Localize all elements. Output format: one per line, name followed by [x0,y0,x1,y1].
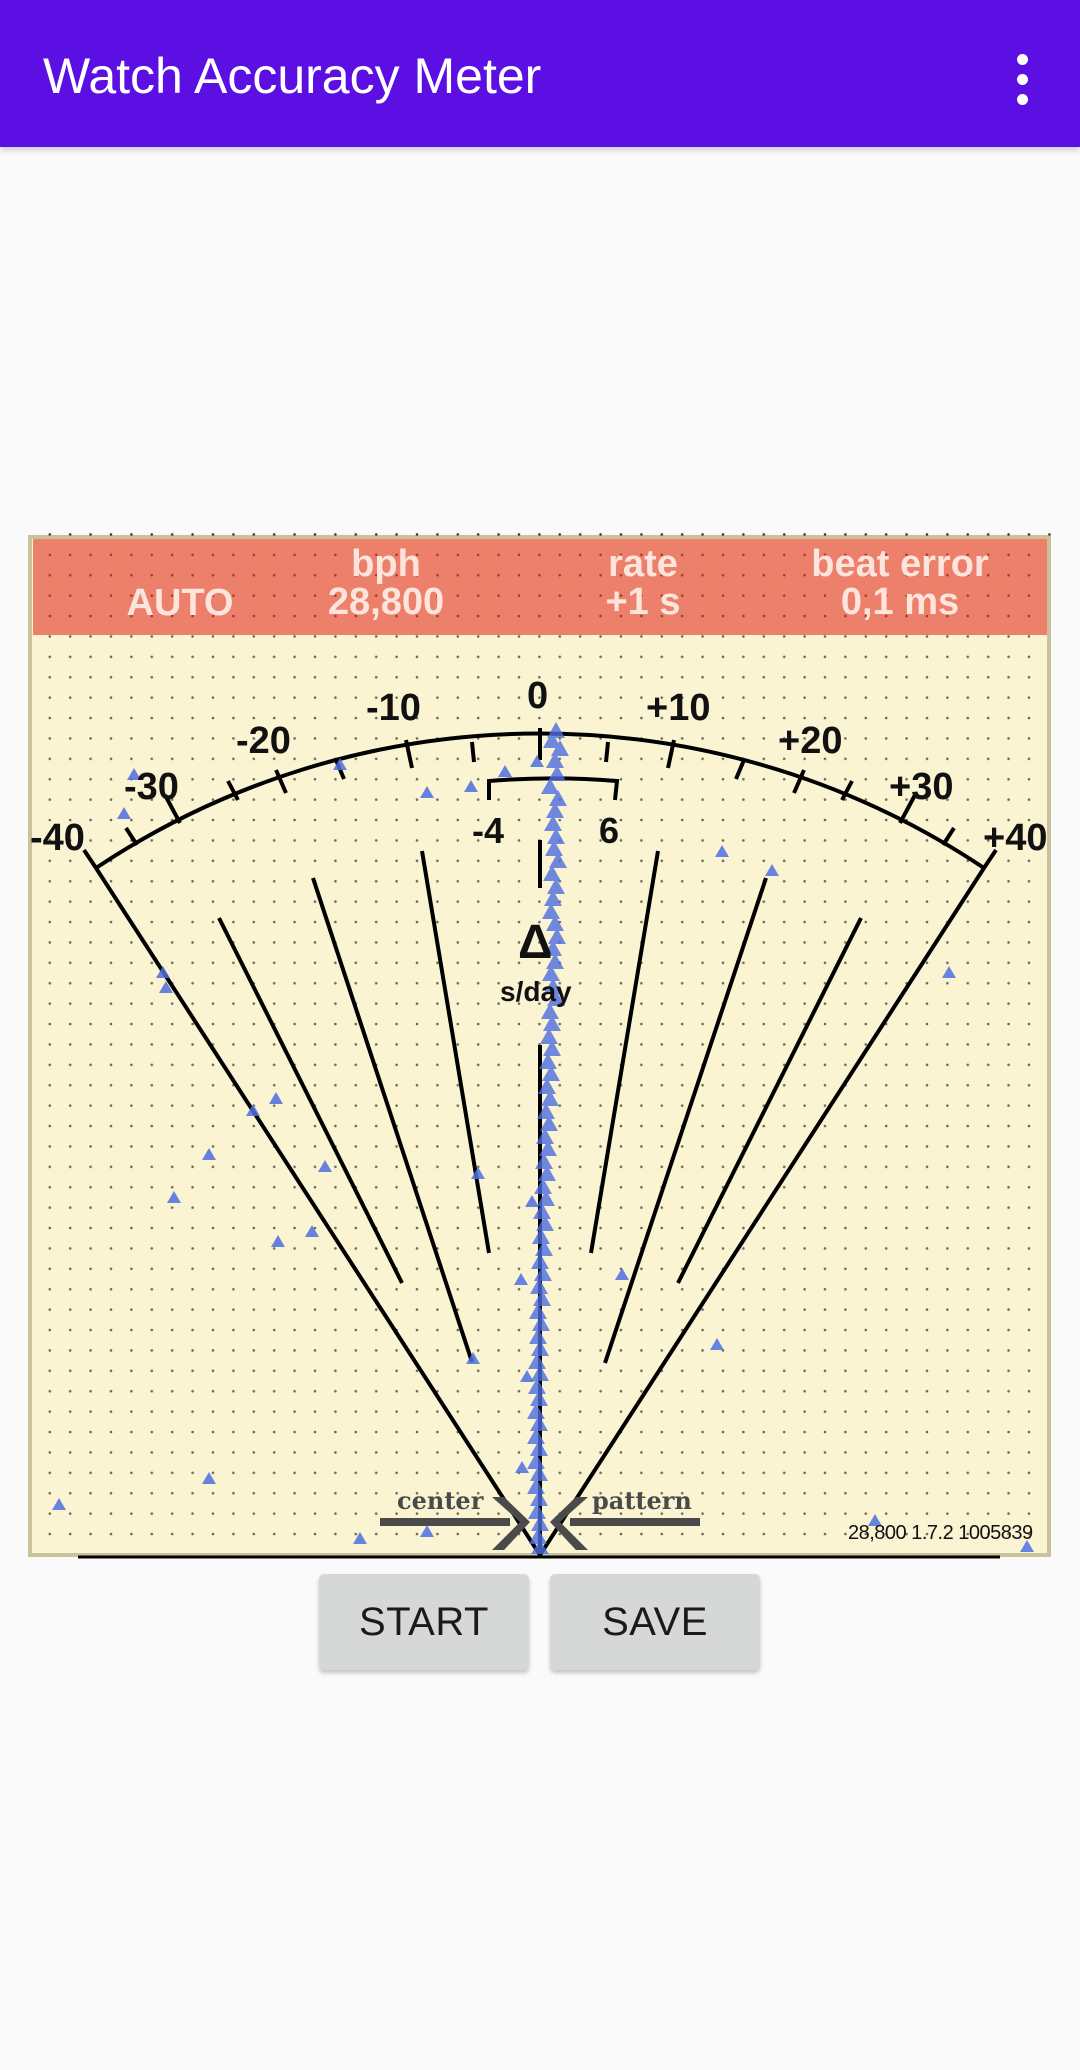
mode-label[interactable]: AUTO [126,582,234,624]
save-button[interactable]: SAVE [550,1574,760,1670]
beat-trail [527,722,569,1554]
center-pattern-arrows [380,1497,700,1550]
bph-value: 28,800 [327,581,445,623]
scale-label-minus-10: -10 [366,687,421,729]
bph-label: bph [351,543,421,585]
beat-markers [52,755,1034,1552]
scale-label-plus-20: +20 [778,720,843,762]
start-button[interactable]: START [319,1574,529,1670]
tolerance-low-label: -4 [472,810,505,851]
rate-label: rate [608,543,678,585]
unit-label: s/day [500,976,572,1007]
delta-symbol: Δ [518,916,553,969]
meter-dial [28,532,1051,1559]
scale-label-minus-40: -40 [30,817,85,859]
app-bar: Watch Accuracy Meter [0,0,1080,147]
accuracy-meter: AUTO bph 28,800 rate +1 s beat error 0,1… [0,520,1080,1570]
scale-label-plus-10: +10 [646,687,711,729]
rate-value: +1 s [605,581,681,623]
scale-label-plus-30: +30 [889,766,954,808]
app-title: Watch Accuracy Meter [43,48,542,104]
pattern-label: pattern [592,1486,692,1515]
beat-error-label: beat error [811,543,989,585]
scale-ticks [82,728,998,870]
beat-error-value: 0,1 ms [840,581,960,623]
scale-label-plus-40: +40 [983,817,1048,859]
footer-info: 28,800 1.7.2 1005839 [848,1522,1033,1544]
more-options-icon[interactable] [1002,50,1042,110]
tolerance-high-label: 6 [599,810,620,851]
scale-label-zero: 0 [527,675,549,717]
center-label: center [397,1486,484,1515]
scale-label-minus-20: -20 [236,720,291,762]
scale-label-minus-30: -30 [124,766,179,808]
